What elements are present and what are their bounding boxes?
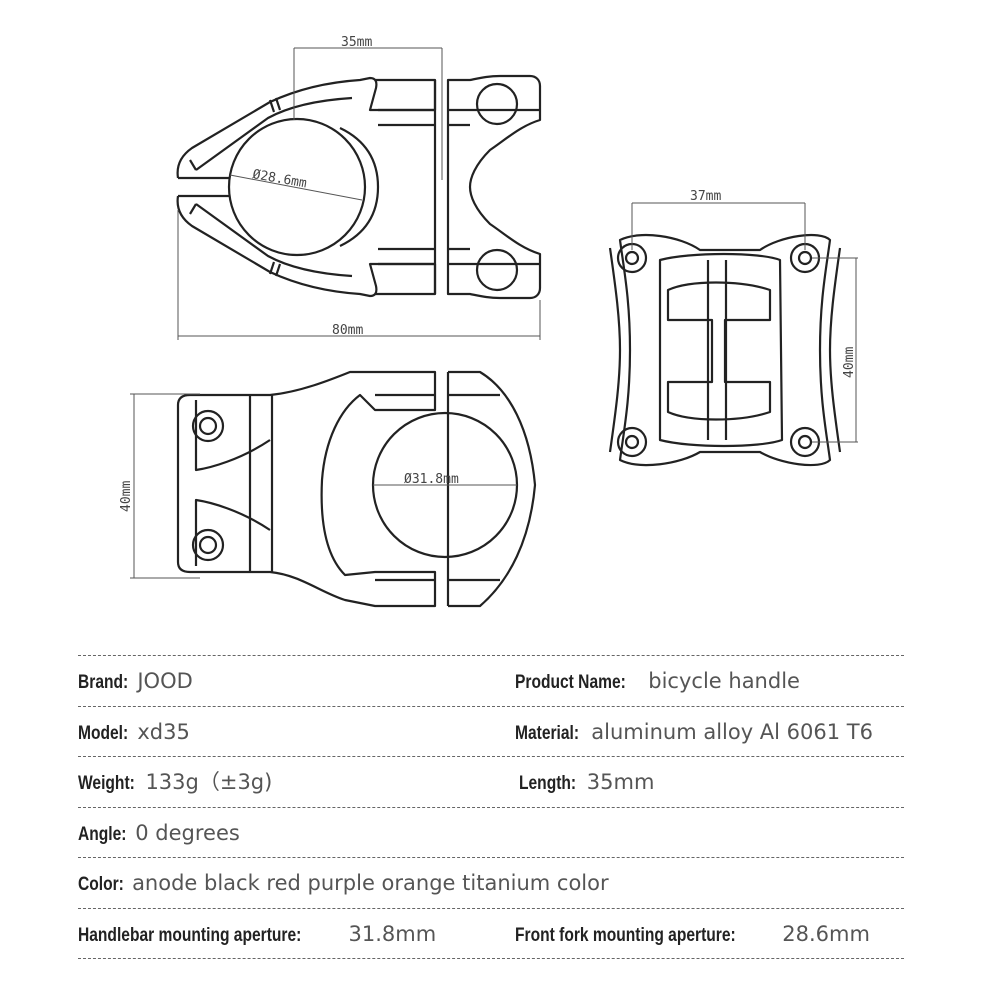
spec-fork-aperture: Front fork mounting aperture: 28.6mm <box>515 921 870 946</box>
spec-row: Angle: 0 degrees <box>78 806 904 858</box>
spec-row: Brand: JOOD Product Name: bicycle handle <box>78 655 904 706</box>
spec-table: Brand: JOOD Product Name: bicycle handle… <box>78 655 904 959</box>
technical-drawing: 35mm Ø28.6mm 80mm 37mm 40mm 40mm Ø31.8mm <box>119 35 858 608</box>
spec-row: Model: xd35 Material: aluminum alloy Al … <box>78 705 904 757</box>
spec-angle: Angle: 0 degrees <box>78 820 240 845</box>
dim-front-height: 40mm <box>842 347 857 378</box>
spec-row: Handlebar mounting aperture: 31.8mm Fron… <box>78 907 904 959</box>
top-view-stem <box>176 74 542 300</box>
side-view-stem <box>176 370 537 608</box>
front-view-stem <box>608 233 842 467</box>
spec-product-name: Product Name: bicycle handle <box>515 669 800 693</box>
dim-side-height: 40mm <box>119 481 134 512</box>
spec-brand: Brand: JOOD <box>78 669 193 693</box>
dim-bar-diameter: Ø31.8mm <box>404 472 459 487</box>
spec-model: Model: xd35 <box>78 719 190 744</box>
spec-weight: Weight: 133g（±3g) <box>78 770 273 794</box>
spec-row: Weight: 133g（±3g) Length: 35mm <box>78 756 904 807</box>
spec-material: Material: aluminum alloy Al 6061 T6 <box>515 719 873 744</box>
spec-handlebar-aperture: Handlebar mounting aperture: 31.8mm <box>78 921 437 946</box>
dim-fork-diameter: Ø28.6mm <box>251 167 308 191</box>
dim-top-width: 35mm <box>341 35 372 50</box>
dim-total-length: 80mm <box>332 323 363 338</box>
spec-row: Color: anode black red purple orange tit… <box>78 857 904 908</box>
spec-length: Length: 35mm <box>519 770 655 794</box>
spec-color: Color: anode black red purple orange tit… <box>78 871 609 895</box>
dim-front-width: 37mm <box>690 189 721 204</box>
